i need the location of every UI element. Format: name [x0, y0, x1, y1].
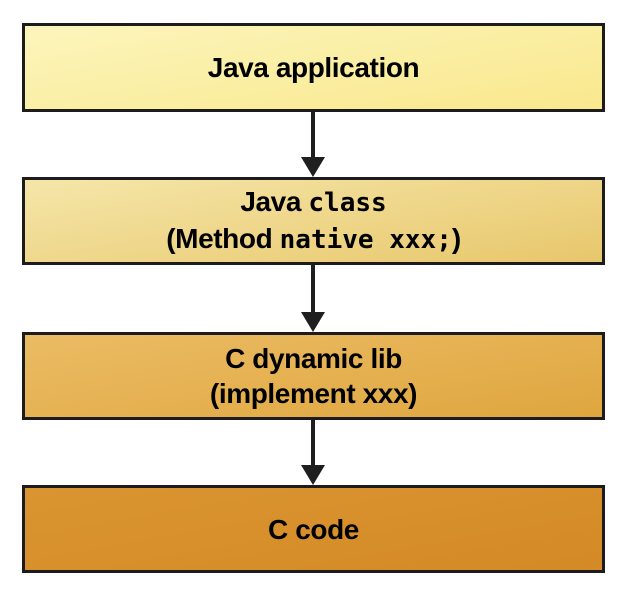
box-java-application: Java application [22, 23, 605, 112]
box-c-dynamic-lib-line1: C dynamic lib [225, 343, 402, 374]
box-java-class-line2-suffix: ) [451, 223, 461, 254]
box-java-class: Java class (Method native xxx;) [22, 177, 605, 265]
box-java-class-line1-code: class [308, 188, 387, 218]
box-c-dynamic-lib-line2: (implement xxx) [209, 378, 418, 409]
arrow-2-down-icon [301, 312, 325, 332]
box-java-class-line2-prefix: (Method [166, 223, 280, 254]
arrow-1-stem [311, 112, 315, 158]
box-c-dynamic-lib: C dynamic lib (implement xxx) [22, 332, 605, 420]
box-java-class-line1-prefix: Java [240, 186, 309, 217]
box-java-class-line2-code: native xxx; [279, 225, 452, 255]
arrow-3-down-icon [301, 465, 325, 485]
arrow-3-stem [311, 420, 315, 466]
box-java-class-line1: Java class [240, 184, 386, 221]
arrow-2-stem [311, 265, 315, 313]
box-c-code: C code [22, 485, 605, 573]
arrow-1-down-icon [301, 157, 325, 177]
box-c-code-label: C code [268, 513, 359, 545]
box-java-class-line2: (Method native xxx;) [166, 221, 461, 258]
box-java-application-label: Java application [207, 52, 420, 83]
